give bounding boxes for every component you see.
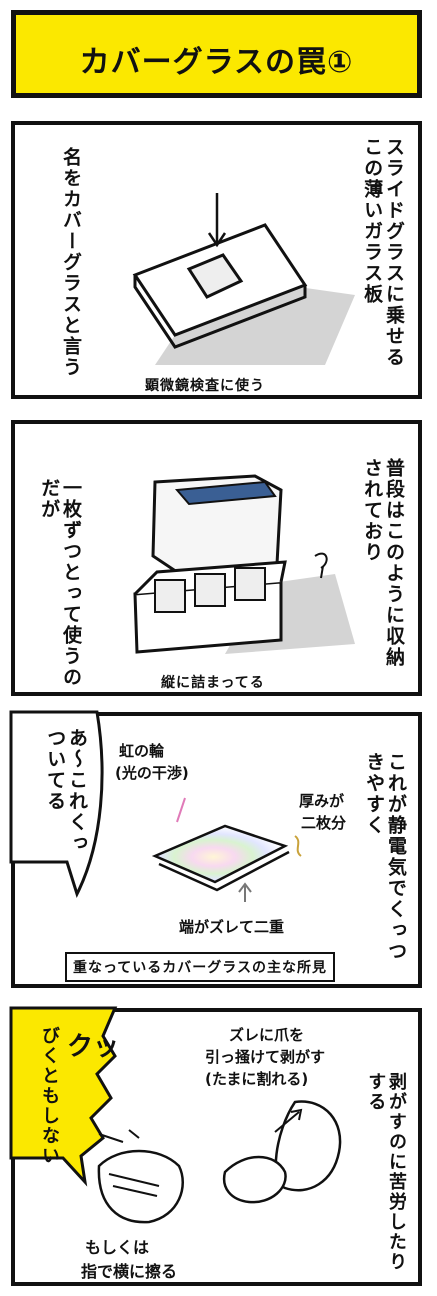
- panel-2: 普段はこのように収納されており 一枚ずつとって使うのだが 縦に詰まってる: [11, 420, 422, 696]
- label-thickness-line2: 二枚分: [301, 814, 347, 832]
- panel4-right-text: 剥がすのに苦労したりする: [365, 1072, 407, 1272]
- label-rub-line2: 指で横に擦る: [81, 1262, 178, 1281]
- rubbing-hand-illustration: [97, 1129, 184, 1224]
- panel3-bubble-text: あ〜これくっついてる: [44, 728, 88, 854]
- panel2-caption: 縦に詰まってる: [161, 675, 265, 691]
- cover-glass-case-illustration: [133, 474, 355, 654]
- yellow-shout-bubble: [9, 1006, 118, 1187]
- slide-glass-illustration: [132, 193, 355, 365]
- panel-3: これが静電気でくっつきやすく あ〜これくっついてる 虹の輪 (光の干渉) 厚みが…: [9, 710, 422, 988]
- panel-1: スライドグラスに乗せるこの薄いガラス板 名をカバーグラスと言う 顕微鏡検査に使う: [11, 121, 422, 399]
- label-edge-shift: 端がズレて二重: [179, 918, 285, 936]
- panel1-right-text: スライドグラスに乗せるこの薄いガラス板: [361, 137, 405, 368]
- panel2-left-text: 一枚ずつとって使うのだが: [38, 478, 82, 688]
- panel4-bubble-text: びくともしない: [39, 1026, 60, 1166]
- panel3-right-text: これが静電気でくっつきやすく: [363, 752, 407, 962]
- speech-bubble: [9, 710, 104, 899]
- peeling-hand-illustration: [222, 1100, 342, 1204]
- label-nail-line2: 引っ掻けて剥がす: [205, 1048, 326, 1066]
- overlapping-cover-glass-illustration: [151, 797, 302, 902]
- panel3-caption: 重なっているカバーグラスの主な所見: [65, 952, 336, 982]
- label-light-interference: (光の干渉): [115, 764, 189, 782]
- label-nail-line1: ズレに爪を: [229, 1026, 305, 1044]
- panel-4: クッ びくともしない 剥がすのに苦労したりする ズレに爪を 引っ掻けて剥がす (…: [9, 1006, 422, 1286]
- title-banner: カバーグラスの罠①: [11, 10, 422, 98]
- sfx-text: クッ: [67, 1032, 120, 1062]
- panel2-right-text: 普段はこのように収納されており: [361, 458, 405, 668]
- label-rub-line1: もしくは: [85, 1238, 150, 1257]
- label-thickness-line1: 厚みが: [299, 792, 345, 810]
- page-title: カバーグラスの罠①: [79, 45, 354, 80]
- panel1-caption: 顕微鏡検査に使う: [145, 378, 265, 394]
- label-nail-line3: (たまに割れる): [205, 1070, 309, 1088]
- label-rainbow-ring: 虹の輪: [119, 742, 165, 760]
- panel1-left-text: 名をカバーグラスと言う: [60, 147, 82, 378]
